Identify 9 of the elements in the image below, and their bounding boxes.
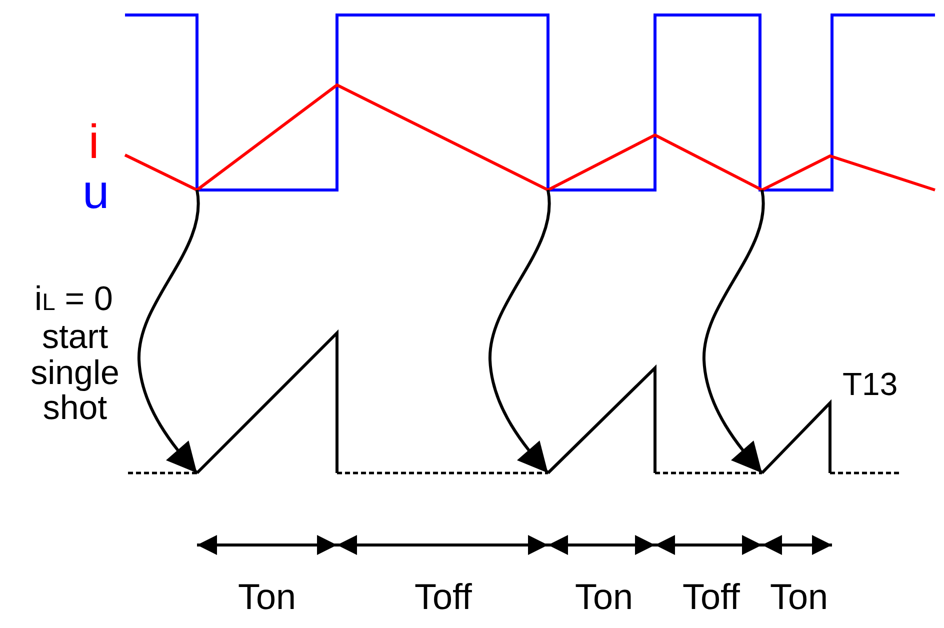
interval-label: Toff (414, 578, 472, 616)
signal-label: i (88, 118, 100, 168)
interval-label: Ton (238, 578, 296, 616)
interval-label: Ton (770, 578, 828, 616)
interval-label: Toff (682, 578, 740, 616)
signal-label: u (82, 168, 110, 218)
signal-label: T13 (842, 368, 898, 402)
annotation-text: start single shot (30, 320, 120, 428)
interval-label: Ton (575, 578, 634, 616)
